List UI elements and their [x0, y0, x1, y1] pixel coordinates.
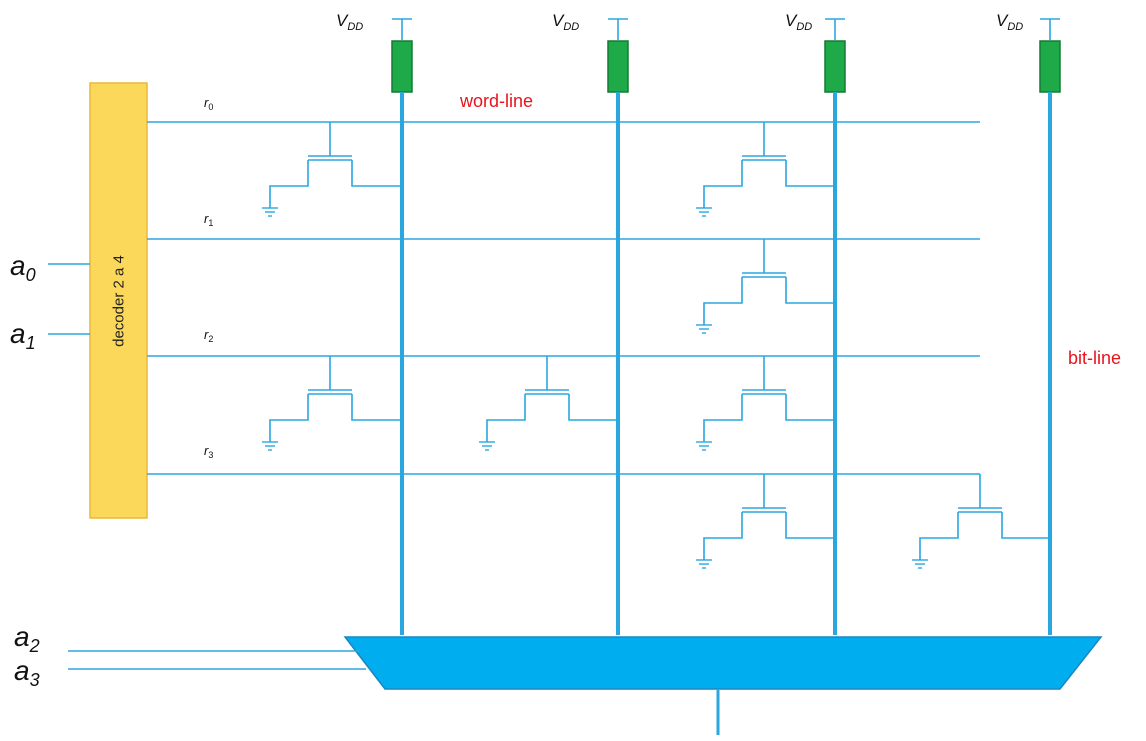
cell-3-drain — [351, 394, 402, 421]
vdd-label-col0: VDD — [336, 11, 364, 33]
cell-5-drain — [785, 394, 835, 421]
cell-7-source — [919, 512, 959, 560]
cell-6-drain — [785, 512, 835, 539]
decoder-text: decoder 2 a 4 — [110, 254, 127, 347]
bitline-label: bit-line — [1068, 348, 1122, 368]
address-input-a1: a1 — [10, 318, 36, 353]
cell-6-source — [703, 512, 743, 560]
cell-4-drain — [568, 394, 618, 421]
pullup-1 — [607, 40, 629, 93]
vdd-label-col3: VDD — [996, 11, 1024, 33]
cell-0-source — [269, 160, 309, 208]
row-label-r3: r3 — [204, 443, 214, 460]
cell-2-source — [703, 277, 743, 325]
cell-7-drain — [1001, 512, 1050, 539]
column-mux — [343, 636, 1103, 690]
pullup-2 — [824, 40, 846, 93]
cell-1-source — [703, 160, 743, 208]
decoder-block — [89, 82, 148, 519]
vdd-label-col1: VDD — [552, 11, 580, 33]
cell-3-source — [269, 394, 309, 442]
pullup-3 — [1039, 40, 1061, 93]
row-label-r0: r0 — [204, 95, 214, 112]
address-input-a2: a2 — [14, 621, 40, 656]
cell-0-drain — [351, 160, 402, 187]
decoder-label: decoder 2 a 4 — [90, 83, 147, 518]
address-input-a3: a3 — [14, 655, 40, 690]
row-label-r2: r2 — [204, 327, 214, 344]
cell-4-source — [486, 394, 526, 442]
wordline-label: word-line — [460, 91, 534, 111]
cell-2-drain — [785, 277, 835, 304]
vdd-label-col2: VDD — [785, 11, 813, 33]
cell-5-source — [703, 394, 743, 442]
row-label-r1: r1 — [204, 211, 214, 228]
cell-1-drain — [785, 160, 835, 187]
pullup-0 — [391, 40, 413, 93]
address-input-a0: a0 — [10, 250, 36, 285]
